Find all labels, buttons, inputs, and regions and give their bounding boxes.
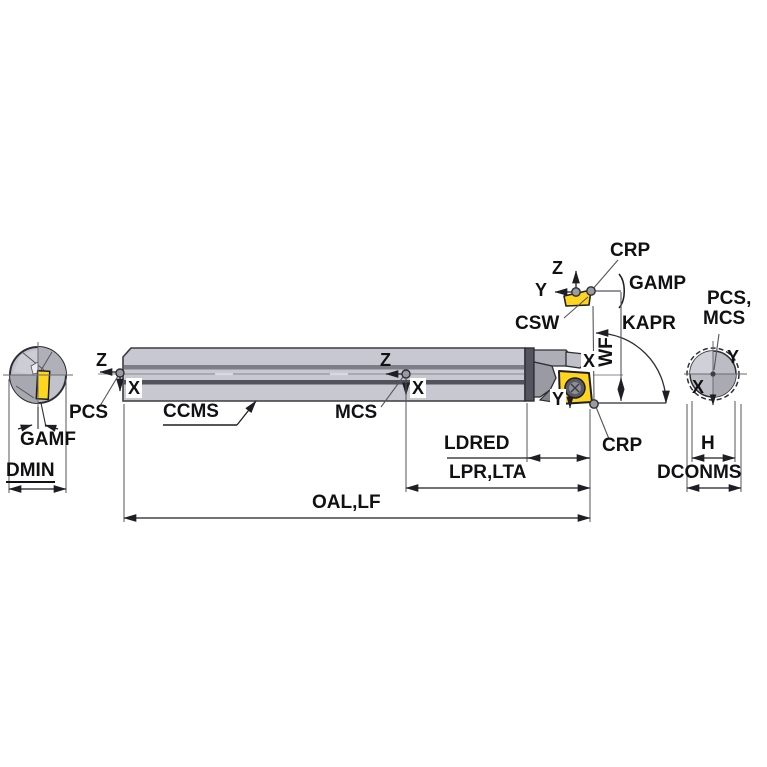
reference-points — [115, 286, 599, 409]
label-z-mid: Z — [380, 350, 391, 370]
label-h: H — [701, 433, 715, 454]
label-dconms: DCONMS — [657, 462, 742, 483]
end-view-circle — [3, 342, 73, 432]
head-joint-band — [524, 347, 535, 402]
kapr-wf-dimensions — [595, 292, 670, 404]
bar-side-view — [98, 347, 535, 402]
pcs-point-left — [115, 368, 125, 378]
label-gamf: GAMF — [20, 429, 76, 450]
crp-point-side — [589, 399, 599, 409]
label-oal-lf: OAL,LF — [312, 492, 381, 513]
end-view-crosshair — [3, 342, 73, 407]
label-mcs-mid: MCS — [335, 402, 378, 423]
shank-section-circle — [684, 333, 747, 406]
label-dmin: DMIN — [6, 460, 55, 483]
label-ldred: LDRED — [444, 433, 510, 454]
label-x-mid: X — [410, 378, 427, 398]
pcs-mcs-leader — [713, 333, 720, 371]
label-ccms: CCMS — [163, 401, 219, 422]
label-x-right: X — [692, 377, 705, 397]
kapr-arc — [595, 329, 670, 404]
label-z-left: Z — [96, 350, 107, 370]
extension-lines — [8, 379, 742, 522]
label-pcs-right: PCS, — [707, 288, 752, 309]
end-view-insert — [35, 369, 51, 401]
label-wf: WF — [596, 337, 617, 367]
label-y-right: Y — [727, 347, 740, 367]
label-pcs-left: PCS — [69, 402, 109, 423]
label-z-top: Z — [552, 258, 563, 278]
ref-point-top-right — [586, 286, 596, 296]
label-mcs-right: MCS — [703, 308, 746, 329]
crp-point-top — [571, 287, 581, 297]
label-x-left: X — [126, 378, 143, 398]
dimension-lines — [8, 454, 742, 522]
label-y-top: Y — [535, 280, 548, 300]
label-crp-top: CRP — [610, 240, 651, 261]
label-kapr: KAPR — [622, 313, 676, 334]
label-y-head: Y — [550, 389, 567, 409]
label-lpr-lta: LPR,LTA — [449, 462, 527, 483]
mcs-point-mid — [401, 369, 411, 379]
label-csw: CSW — [515, 313, 560, 334]
label-crp-bottom: CRP — [602, 435, 643, 456]
label-x-head: X — [581, 351, 598, 371]
leader-lines — [99, 259, 619, 440]
label-gamp: GAMP — [629, 273, 686, 294]
